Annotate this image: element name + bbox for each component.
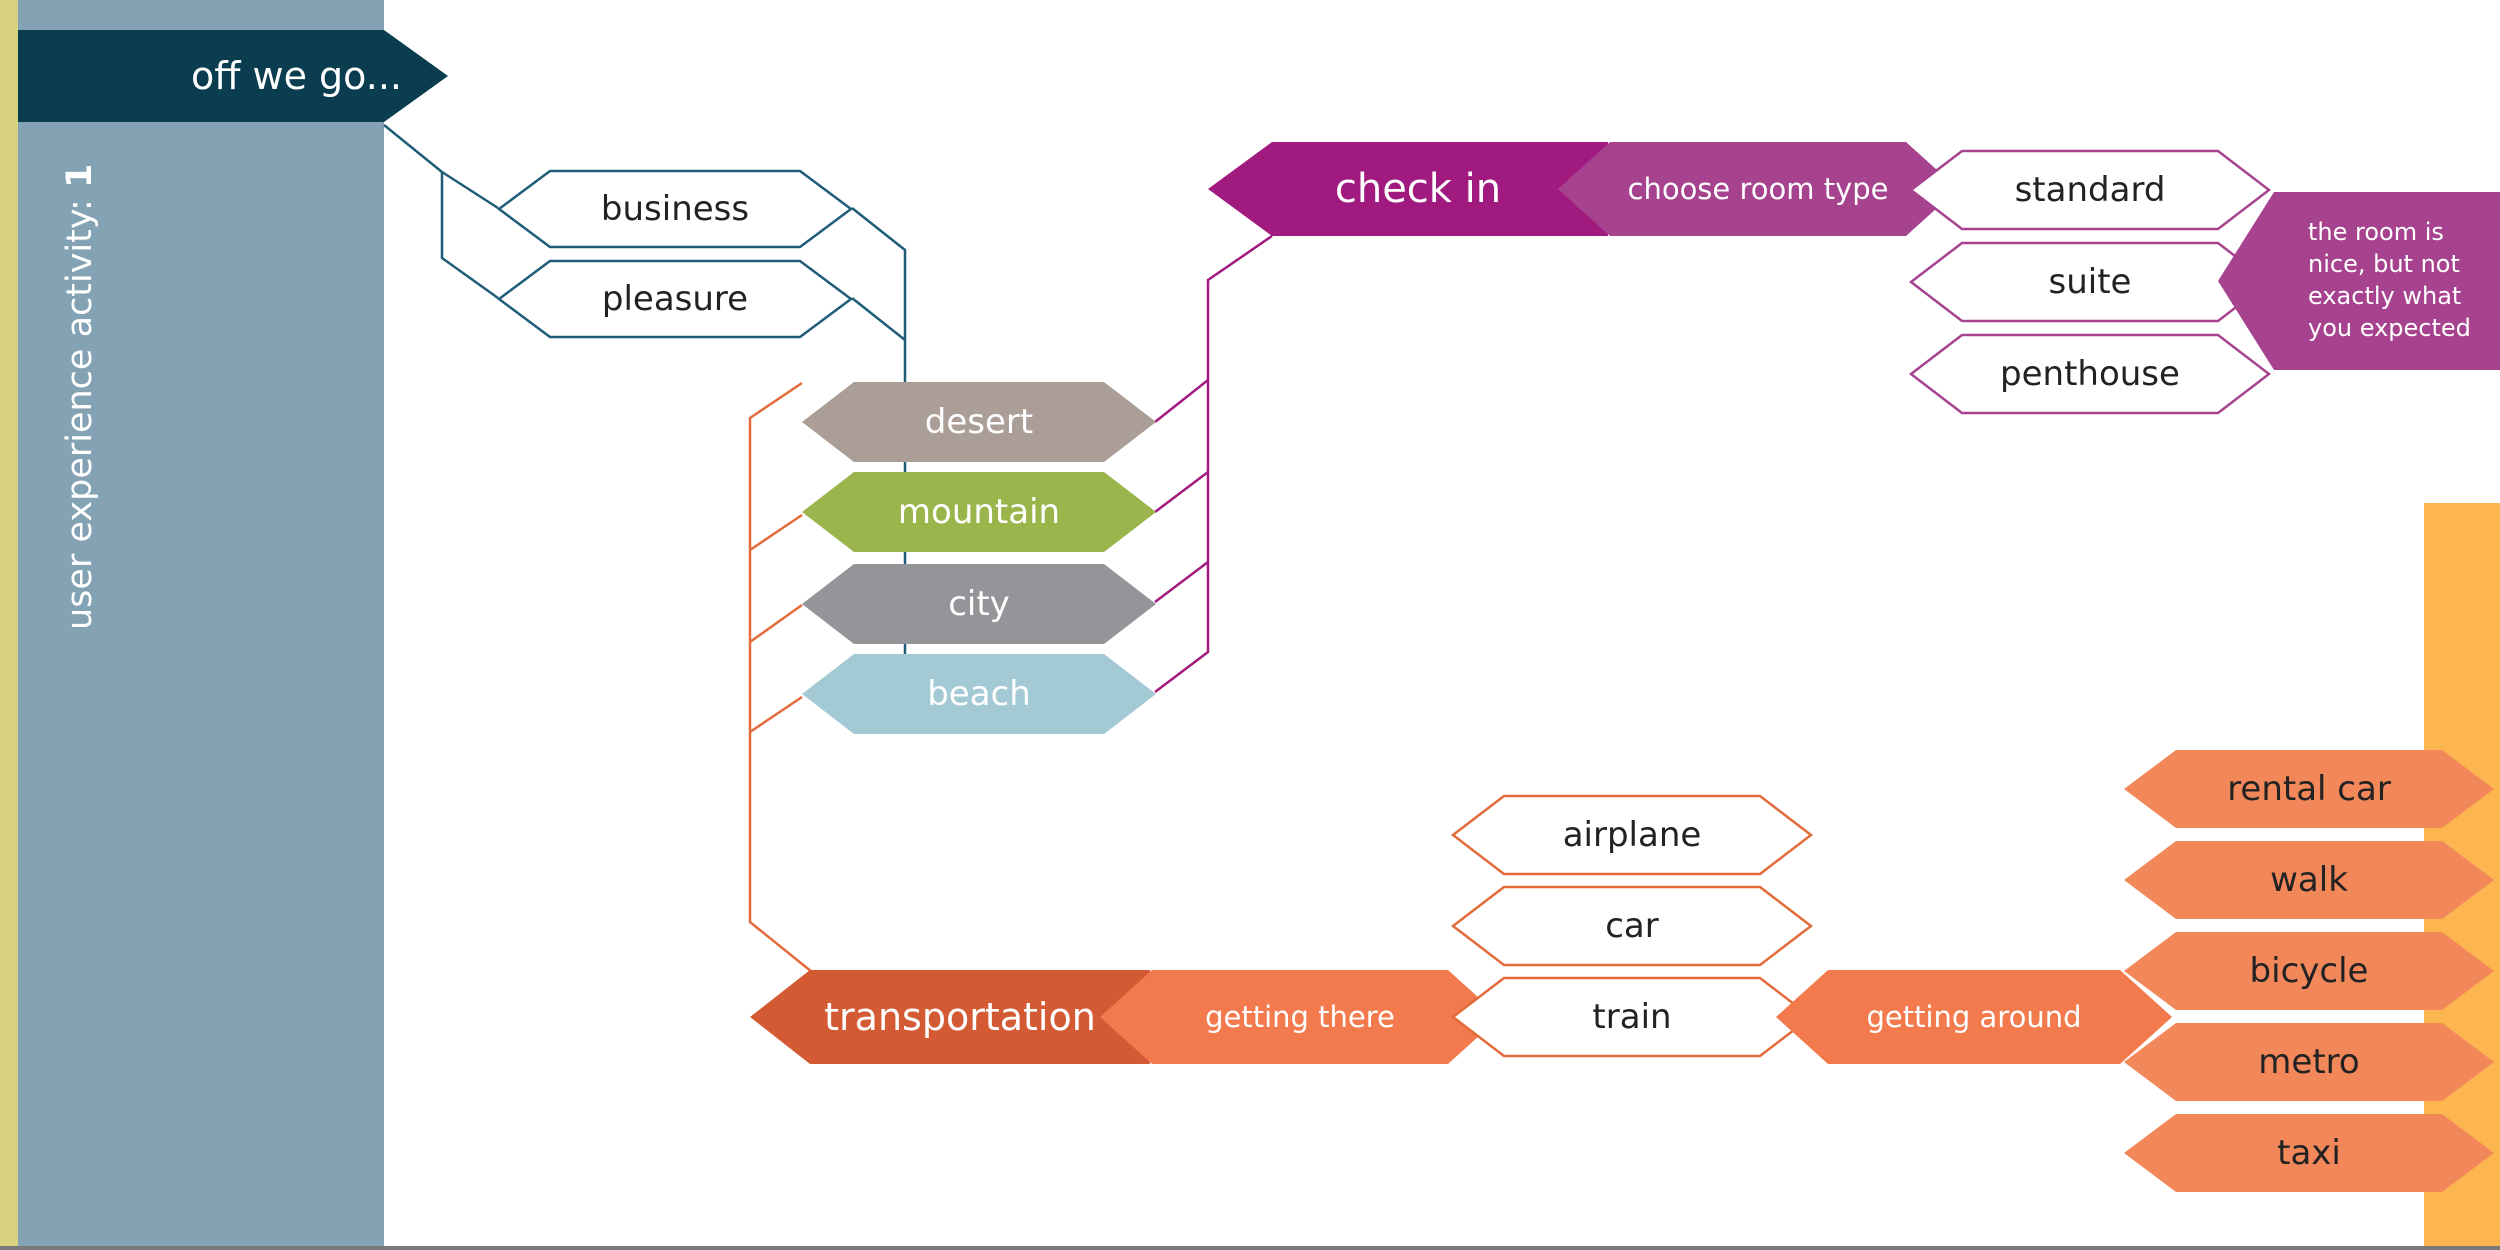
purpose-label: business — [600, 189, 750, 229]
check-in-node: check in — [1208, 142, 1608, 236]
getting-around-option-bicycle: bicycle — [2124, 932, 2494, 1010]
left-accent-strip — [0, 0, 18, 1250]
room-option-label: suite — [2048, 262, 2132, 302]
getting-there-step: getting there — [1100, 970, 1500, 1064]
connector-line — [1154, 234, 1273, 693]
transportation-node: transportation — [750, 970, 1150, 1064]
connector-line — [749, 513, 803, 552]
room-outcome-text: the room is nice, but not exactly what y… — [2308, 218, 2471, 342]
choose-room-step: choose room type — [1558, 142, 1958, 236]
transportation-label: transportation — [824, 995, 1096, 1039]
check-in-connectors — [1154, 234, 1273, 693]
destination-label: beach — [927, 674, 1031, 714]
check-in-label: check in — [1334, 166, 1502, 212]
room-option-label: standard — [2014, 170, 2166, 210]
purpose-option-pleasure: pleasure — [496, 259, 854, 339]
getting-around-option-metro: metro — [2124, 1023, 2494, 1101]
getting-there-option-car: car — [1450, 885, 1814, 967]
getting-around-option-taxi: taxi — [2124, 1114, 2494, 1192]
destination-label: desert — [924, 402, 1034, 442]
sidebar-panel — [18, 0, 384, 1250]
connector-line — [749, 695, 803, 734]
getting-around-option-rental-car: rental car — [2124, 750, 2494, 828]
getting-around-option-walk: walk — [2124, 841, 2494, 919]
destination-mountain: mountain — [802, 472, 1156, 552]
room-outcome-note: the room is nice, but not exactly what y… — [2218, 192, 2500, 370]
connector-line — [851, 297, 906, 341]
getting-there-option-train: train — [1450, 976, 1814, 1058]
getting-there-label: getting there — [1205, 1000, 1395, 1034]
connector-line — [749, 603, 803, 644]
connector-line — [1154, 471, 1209, 513]
destination-label: mountain — [897, 492, 1061, 532]
destination-city: city — [802, 564, 1156, 644]
connector-line — [383, 124, 499, 300]
destination-beach: beach — [802, 654, 1156, 734]
connector-line — [1154, 379, 1209, 423]
getting-there-option-label: airplane — [1562, 815, 1702, 855]
room-option-penthouse: penthouse — [1908, 333, 2272, 415]
transport-connectors — [748, 381, 813, 973]
destination-label: city — [948, 584, 1010, 624]
getting-around-option-label: walk — [2270, 860, 2348, 900]
getting-around-step: getting around — [1776, 970, 2172, 1064]
getting-around-option-label: bicycle — [2249, 951, 2369, 991]
purpose-option-business: business — [496, 169, 854, 249]
bottom-rule — [0, 1246, 2500, 1250]
room-option-standard: standard — [1908, 149, 2272, 231]
room-option-label: penthouse — [2000, 354, 2180, 394]
connector-line — [441, 170, 499, 210]
getting-there-option-airplane: airplane — [1450, 794, 1814, 876]
getting-there-option-label: train — [1592, 997, 1672, 1037]
getting-around-option-label: taxi — [2277, 1133, 2341, 1173]
purpose-label: pleasure — [601, 279, 749, 319]
start-label: off we go... — [191, 54, 402, 98]
getting-around-option-label: metro — [2258, 1042, 2360, 1082]
destination-desert: desert — [802, 382, 1156, 462]
room-option-suite: suite — [1908, 241, 2272, 323]
getting-around-option-label: rental car — [2227, 769, 2391, 809]
getting-there-option-label: car — [1605, 906, 1659, 946]
connector-line — [748, 381, 813, 973]
getting-around-label: getting around — [1866, 1000, 2082, 1034]
choose-room-label: choose room type — [1627, 172, 1889, 206]
start-banner: off we go... — [18, 30, 448, 122]
connector-line — [1154, 561, 1209, 603]
